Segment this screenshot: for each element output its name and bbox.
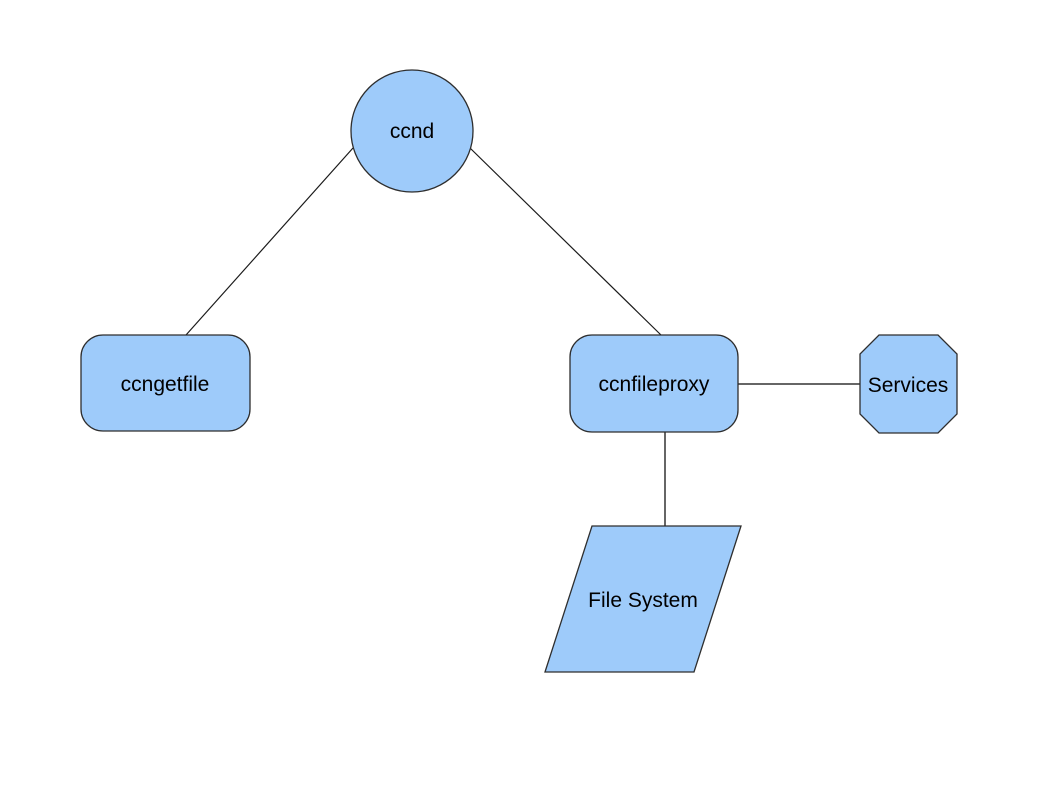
ccnd-circle-shape <box>350 69 474 193</box>
node-label-ccnd: ccnd <box>390 120 434 143</box>
node-label-file-system: File System <box>588 589 698 612</box>
node-ccnd: ccnd <box>350 69 474 193</box>
node-services: Services <box>859 334 958 434</box>
node-file-system: File System <box>544 525 742 673</box>
node-ccnfileproxy: ccnfileproxy <box>569 334 739 433</box>
node-label-ccnfileproxy: ccnfileproxy <box>599 373 710 396</box>
edge-ccnd-to-ccnfileproxy <box>469 147 662 336</box>
node-label-ccngetfile: ccngetfile <box>121 373 210 396</box>
file-system-parallelogram-shape <box>544 525 742 673</box>
ccngetfile-rounded-rect-shape <box>80 334 251 432</box>
node-label-services: Services <box>868 374 949 397</box>
node-ccngetfile: ccngetfile <box>80 334 251 432</box>
edge-ccnd-to-ccngetfile <box>185 147 354 336</box>
ccnfileproxy-rounded-rect-shape <box>569 334 739 433</box>
services-octagon-shape <box>859 334 958 434</box>
